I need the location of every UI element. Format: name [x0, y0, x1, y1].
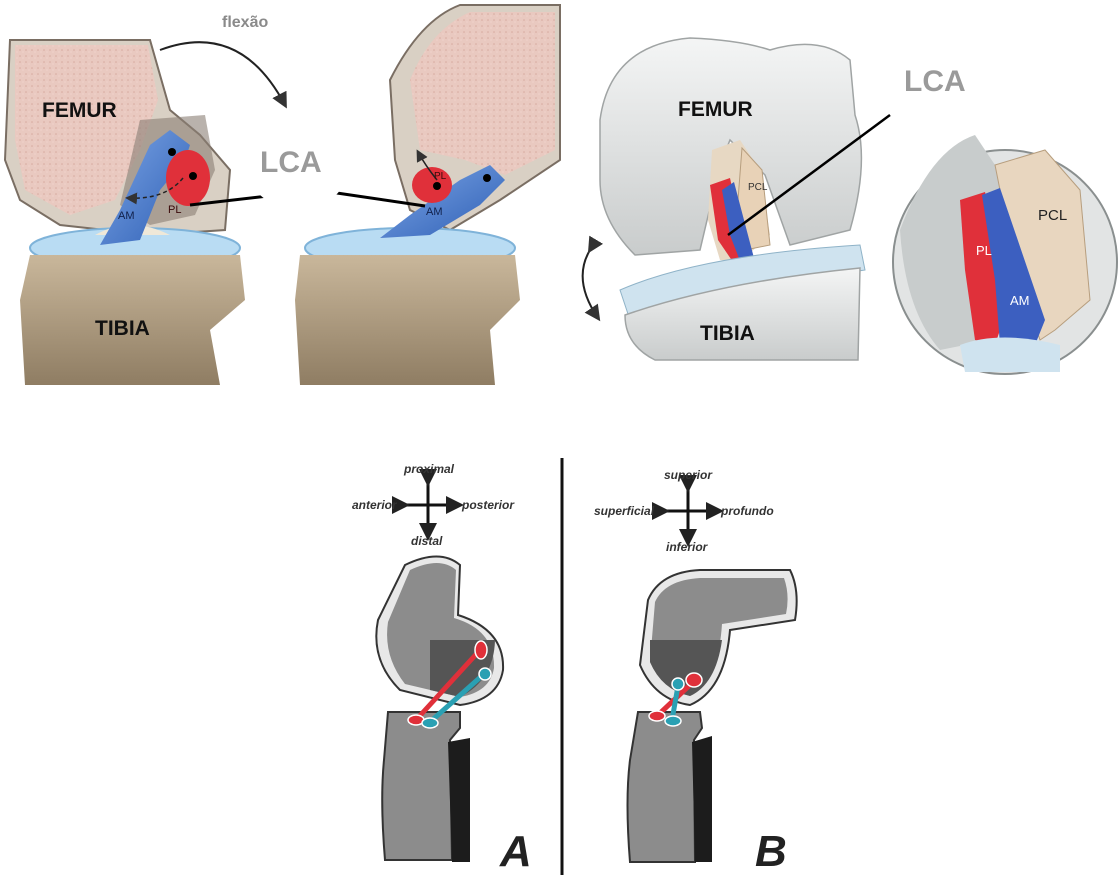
- direction-distal: distal: [411, 534, 443, 548]
- tibia-bone-2: [295, 255, 520, 385]
- zoom-inset: [893, 135, 1117, 374]
- am-femoral-insertion-b: [672, 678, 684, 690]
- pl-label-1: PL: [168, 204, 181, 216]
- am-label-1: AM: [118, 210, 135, 222]
- tibia-a: [382, 712, 460, 860]
- tibia-b: [628, 712, 703, 862]
- femur-label-left: FEMUR: [42, 99, 117, 122]
- tibia-label-left: TIBIA: [95, 317, 150, 340]
- lca-label-right: LCA: [904, 65, 966, 98]
- pl-bundle-1: [166, 150, 210, 206]
- direction-posterior: posterior: [461, 498, 515, 512]
- am-tibial-insertion-b: [665, 716, 681, 726]
- am-insertion-dot-1: [168, 148, 176, 156]
- direction-inferior: inferior: [666, 540, 709, 554]
- top-right-panel: FEMUR TIBIA LCA PCL PCL PL AM: [583, 38, 1117, 374]
- pcl-label-zoom: PCL: [1038, 207, 1067, 224]
- direction-superior: superior: [664, 468, 713, 482]
- fibula-b: [692, 736, 712, 862]
- am-tibial-insertion-a: [422, 718, 438, 728]
- femur-label-right: FEMUR: [678, 98, 753, 121]
- pl-label-zoom: PL: [976, 243, 992, 258]
- lca-label-left: LCA: [260, 146, 322, 179]
- panel-b-letter: B: [755, 827, 787, 875]
- pl-label-2: PL: [434, 171, 447, 182]
- zoom-tibia: [960, 338, 1060, 373]
- pcl-label-small: PCL: [748, 182, 768, 193]
- panel-b: superior inferior superficial profundo B: [594, 468, 797, 875]
- am-femoral-insertion-a: [479, 668, 491, 680]
- am-insertion-dot-2: [483, 174, 491, 182]
- pl-femoral-insertion-b: [686, 673, 702, 687]
- flexion-label: flexão: [222, 14, 268, 31]
- panel-a: proximal distal anterior posterior A: [352, 462, 532, 875]
- pl-insertion-dot-1: [189, 172, 197, 180]
- direction-anterior: anterior: [352, 498, 398, 512]
- direction-proximal: proximal: [403, 462, 455, 476]
- panel-a-letter: A: [499, 827, 532, 875]
- pl-femoral-insertion-a: [475, 641, 487, 659]
- direction-compass-b: [661, 484, 715, 538]
- pl-tibial-insertion-b: [649, 711, 665, 721]
- pl-insertion-dot-2: [433, 182, 441, 190]
- tibia-label-right: TIBIA: [700, 322, 755, 345]
- am-label-zoom: AM: [1010, 293, 1030, 308]
- rotation-arrow-3d: [583, 250, 598, 318]
- am-label-2: AM: [426, 206, 443, 218]
- direction-compass-a: [401, 478, 455, 532]
- flexion-arrow: [160, 42, 285, 105]
- top-left-panel: flexão FEMUR TIBIA LCA AM PL AM PL: [5, 5, 560, 385]
- direction-superficial: superficial: [594, 504, 655, 518]
- direction-profundo: profundo: [720, 504, 774, 518]
